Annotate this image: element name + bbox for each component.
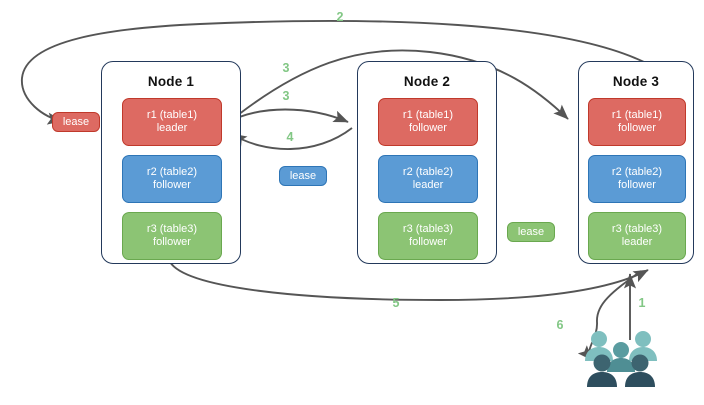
replica-n1-r2[interactable]: r2 (table2) follower bbox=[122, 155, 222, 203]
replica-n2-r2-role: leader bbox=[412, 179, 444, 191]
replica-n2-r2-name: r2 (table2) bbox=[402, 166, 454, 179]
node-3-title: Node 3 bbox=[612, 74, 660, 89]
replica-n3-r2[interactable]: r2 (table2) follower bbox=[588, 155, 686, 203]
node-box-node-3[interactable]: Node 3 r1 (table1) follower r2 (table2) … bbox=[578, 61, 694, 264]
arrow-step-5 bbox=[169, 261, 649, 301]
replica-n1-r2-role: follower bbox=[153, 179, 191, 191]
arrow-step-3-short bbox=[223, 108, 349, 125]
node-1-title: Node 1 bbox=[147, 74, 195, 89]
replica-n3-r3-role: leader bbox=[621, 236, 653, 248]
node-2-title: Node 2 bbox=[403, 74, 451, 89]
replica-n1-r1-name: r1 (table1) bbox=[146, 109, 198, 122]
lease-badge-r2[interactable]: lease bbox=[279, 166, 327, 186]
replica-n3-r2-name: r2 (table2) bbox=[611, 166, 663, 179]
step-label-2: 2 bbox=[336, 10, 344, 24]
step-label-6: 6 bbox=[556, 318, 564, 332]
node-box-node-1[interactable]: Node 1 r1 (table1) leader r2 (table2) fo… bbox=[101, 61, 241, 264]
lease-badge-r3[interactable]: lease bbox=[507, 222, 555, 242]
replica-n2-r3[interactable]: r3 (table3) follower bbox=[378, 212, 478, 260]
replica-n1-r3-name: r3 (table3) bbox=[146, 223, 198, 236]
lease-badge-r1[interactable]: lease bbox=[52, 112, 100, 132]
replica-n1-r3-role: follower bbox=[153, 236, 191, 248]
replica-n2-r1-role: follower bbox=[409, 122, 447, 134]
replica-n2-r2[interactable]: r2 (table2) leader bbox=[378, 155, 478, 203]
replica-n3-r2-role: follower bbox=[618, 179, 656, 191]
node-box-node-2[interactable]: Node 2 r1 (table1) follower r2 (table2) … bbox=[357, 61, 497, 264]
step-label-3b: 3 bbox=[282, 89, 290, 103]
replica-n3-r1-role: follower bbox=[618, 122, 656, 134]
step-label-5: 5 bbox=[392, 296, 400, 310]
replica-n1-r2-name: r2 (table2) bbox=[146, 166, 198, 179]
step-label-4: 4 bbox=[286, 130, 294, 144]
replica-n3-r1-name: r1 (table1) bbox=[611, 109, 663, 122]
replica-n1-r3[interactable]: r3 (table3) follower bbox=[122, 212, 222, 260]
replica-n2-r3-role: follower bbox=[409, 236, 447, 248]
replica-n2-r3-name: r3 (table3) bbox=[402, 223, 454, 236]
people-group-icon bbox=[585, 331, 657, 387]
replica-n1-r1-role: leader bbox=[156, 122, 188, 134]
replica-n2-r1[interactable]: r1 (table1) follower bbox=[378, 98, 478, 146]
replica-n3-r3[interactable]: r3 (table3) leader bbox=[588, 212, 686, 260]
replica-n3-r3-name: r3 (table3) bbox=[611, 223, 663, 236]
replica-n1-r1[interactable]: r1 (table1) leader bbox=[122, 98, 222, 146]
step-label-3a: 3 bbox=[282, 61, 290, 75]
step-label-1: 1 bbox=[638, 296, 646, 310]
replica-n2-r1-name: r1 (table1) bbox=[402, 109, 454, 122]
replica-n3-r1[interactable]: r1 (table1) follower bbox=[588, 98, 686, 146]
